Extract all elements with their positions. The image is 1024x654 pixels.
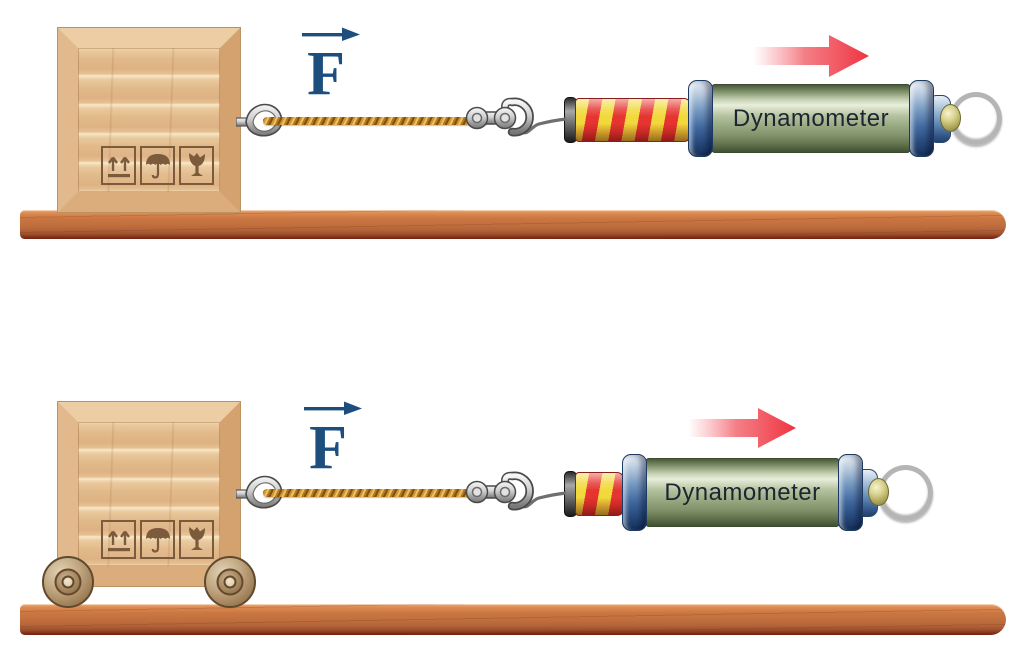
wooden-crate: [58, 28, 240, 212]
force-letter: F: [309, 414, 347, 482]
wheel-icon: [42, 556, 94, 608]
dynamometer-left-collar: [622, 454, 647, 531]
dynamometer-label: Dynamometer: [664, 478, 821, 506]
spring-extended: [575, 98, 691, 142]
wooden-floor: [20, 604, 1006, 635]
wooden-crate: [58, 402, 240, 586]
force-vector-label: F: [296, 401, 362, 482]
motion-arrow-icon: [753, 35, 869, 77]
force-letter: F: [307, 40, 345, 108]
wheel-pin: [61, 575, 75, 589]
spring-compressed: [575, 472, 624, 516]
dynamometer-label: Dynamometer: [732, 104, 890, 132]
vector-arrow-icon: [304, 401, 362, 415]
fragile-icon: [179, 146, 214, 185]
wheel-icon: [204, 556, 256, 608]
keep-dry-icon: [140, 146, 175, 185]
dynamometer-body: Dynamometer: [711, 84, 911, 153]
force-vector-label: F: [294, 27, 360, 108]
chain-link-hook-icon: [465, 471, 567, 511]
dynamometer-right-collar: [838, 454, 863, 531]
chain-link-hook-icon: [465, 97, 567, 137]
keep-dry-icon: [140, 520, 175, 559]
dynamometer-knob: [940, 104, 961, 132]
wooden-floor: [20, 210, 1006, 239]
vector-arrow-icon: [302, 27, 360, 41]
packaging-symbols: [101, 146, 214, 185]
dynamometer-left-collar: [688, 80, 713, 157]
this-side-up-icon: [101, 520, 136, 559]
crate-eyelet-icon: [236, 475, 283, 509]
dynamometer-right-collar: [909, 80, 934, 157]
wheel-hub: [216, 568, 244, 596]
motion-arrow-icon: [688, 408, 796, 448]
packaging-symbols: [101, 520, 214, 559]
dynamometer-knob: [868, 478, 889, 506]
wheel-pin: [223, 575, 237, 589]
rope: [263, 117, 488, 125]
rope: [263, 489, 488, 497]
fragile-icon: [179, 520, 214, 559]
this-side-up-icon: [101, 146, 136, 185]
dynamometer-body: Dynamometer: [645, 458, 840, 527]
